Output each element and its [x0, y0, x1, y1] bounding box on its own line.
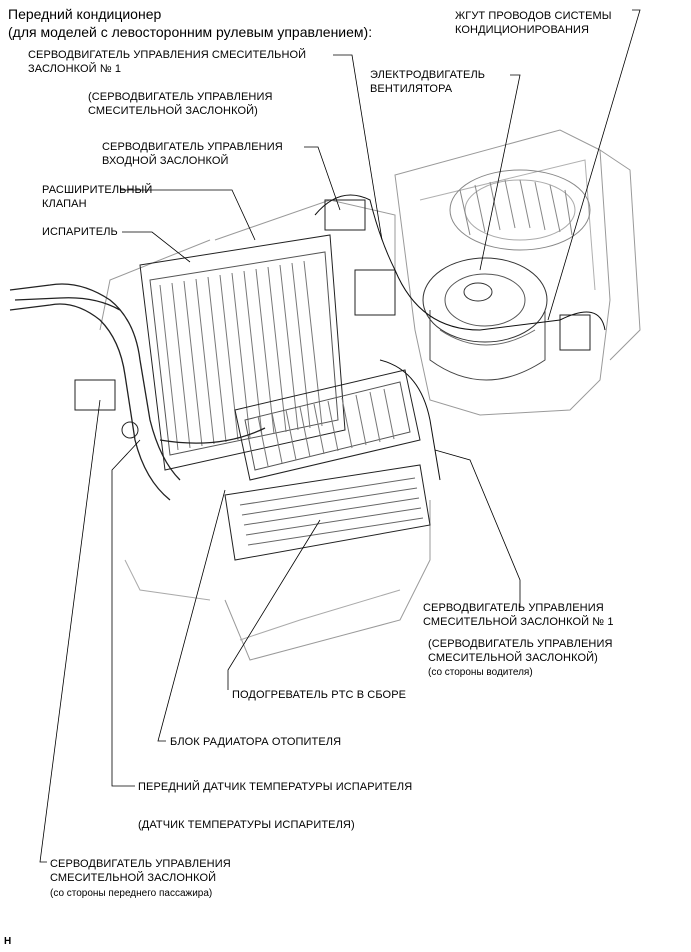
header-subtitle: (для моделей с левосторонним рулевым упр… — [8, 24, 373, 40]
label-mix-servo-driver-side: (со стороны водителя) — [428, 667, 533, 678]
label-blower-motor-line1: ЭЛЕКТРОДВИГАТЕЛЬ — [370, 69, 486, 81]
label-ac-harness-line1: ЖГУТ ПРОВОДОВ СИСТЕМЫ — [455, 10, 612, 22]
label-mix-servo-driver-line1: СЕРВОДВИГАТЕЛЬ УПРАВЛЕНИЯ — [423, 602, 604, 614]
servo-motors — [74, 199, 591, 439]
blower-housing — [394, 129, 641, 416]
label-evap-temp-sensor: ПЕРЕДНИЙ ДАТЧИК ТЕМПЕРАТУРЫ ИСПАРИТЕЛЯ — [138, 781, 413, 793]
label-mix-servo-passenger-line2: СМЕСИТЕЛЬНОЙ ЗАСЛОНКОЙ — [50, 872, 217, 884]
header-title: Передний кондиционер — [8, 6, 162, 22]
label-ac-harness-line2: КОНДИЦИОНИРОВАНИЯ — [455, 24, 590, 36]
label-heater-core: БЛОК РАДИАТОРА ОТОПИТЕЛЯ — [170, 736, 342, 748]
label-ptc-heater: ПОДОГРЕВАТЕЛЬ PTC В СБОРЕ — [232, 689, 407, 701]
label-mix-servo1-line2: ЗАСЛОНКОЙ № 1 — [28, 63, 122, 75]
label-evap-temp-sensor-alt: (ДАТЧИК ТЕМПЕРАТУРЫ ИСПАРИТЕЛЯ) — [138, 819, 355, 831]
label-expansion-valve-line2: КЛАПАН — [42, 198, 87, 210]
ptc-heater — [224, 464, 431, 561]
label-mix-servo1-alt-line1: (СЕРВОДВИГАТЕЛЬ УПРАВЛЕНИЯ — [88, 91, 273, 103]
evaporator-core — [139, 234, 346, 471]
label-mix-servo-passenger-side: (со стороны переднего пассажира) — [50, 888, 213, 899]
label-mix-servo-driver-line2: СМЕСИТЕЛЬНОЙ ЗАСЛОНКОЙ № 1 — [423, 616, 614, 628]
label-mix-servo-driver-alt-line2: СМЕСИТЕЛЬНОЙ ЗАСЛОНКОЙ) — [428, 652, 598, 664]
label-inlet-servo-line2: ВХОДНОЙ ЗАСЛОНКОЙ — [102, 155, 229, 167]
label-mix-servo-passenger-line1: СЕРВОДВИГАТЕЛЬ УПРАВЛЕНИЯ — [50, 858, 231, 870]
label-blower-motor-line2: ВЕНТИЛЯТОРА — [370, 83, 453, 95]
blower-motor — [422, 257, 548, 381]
label-inlet-servo-line1: СЕРВОДВИГАТЕЛЬ УПРАВЛЕНИЯ — [102, 141, 283, 153]
label-expansion-valve-line1: РАСШИРИТЕЛЬНЫЙ — [42, 184, 153, 196]
leader-lines — [39, 9, 641, 863]
label-mix-servo1-line1: СЕРВОДВИГАТЕЛЬ УПРАВЛЕНИЯ СМЕСИТЕЛЬНОЙ — [28, 49, 307, 61]
label-mix-servo-driver-alt-line1: (СЕРВОДВИГАТЕЛЬ УПРАВЛЕНИЯ — [428, 638, 613, 650]
heater-core — [234, 369, 421, 481]
wire-harness — [314, 194, 606, 481]
label-evaporator: ИСПАРИТЕЛЬ — [42, 226, 118, 238]
refrigerant-pipes — [9, 283, 266, 501]
label-mix-servo1-alt-line2: СМЕСИТЕЛЬНОЙ ЗАСЛОНКОЙ) — [88, 105, 258, 117]
figure-code: H — [4, 936, 12, 947]
case-housing — [99, 199, 431, 661]
